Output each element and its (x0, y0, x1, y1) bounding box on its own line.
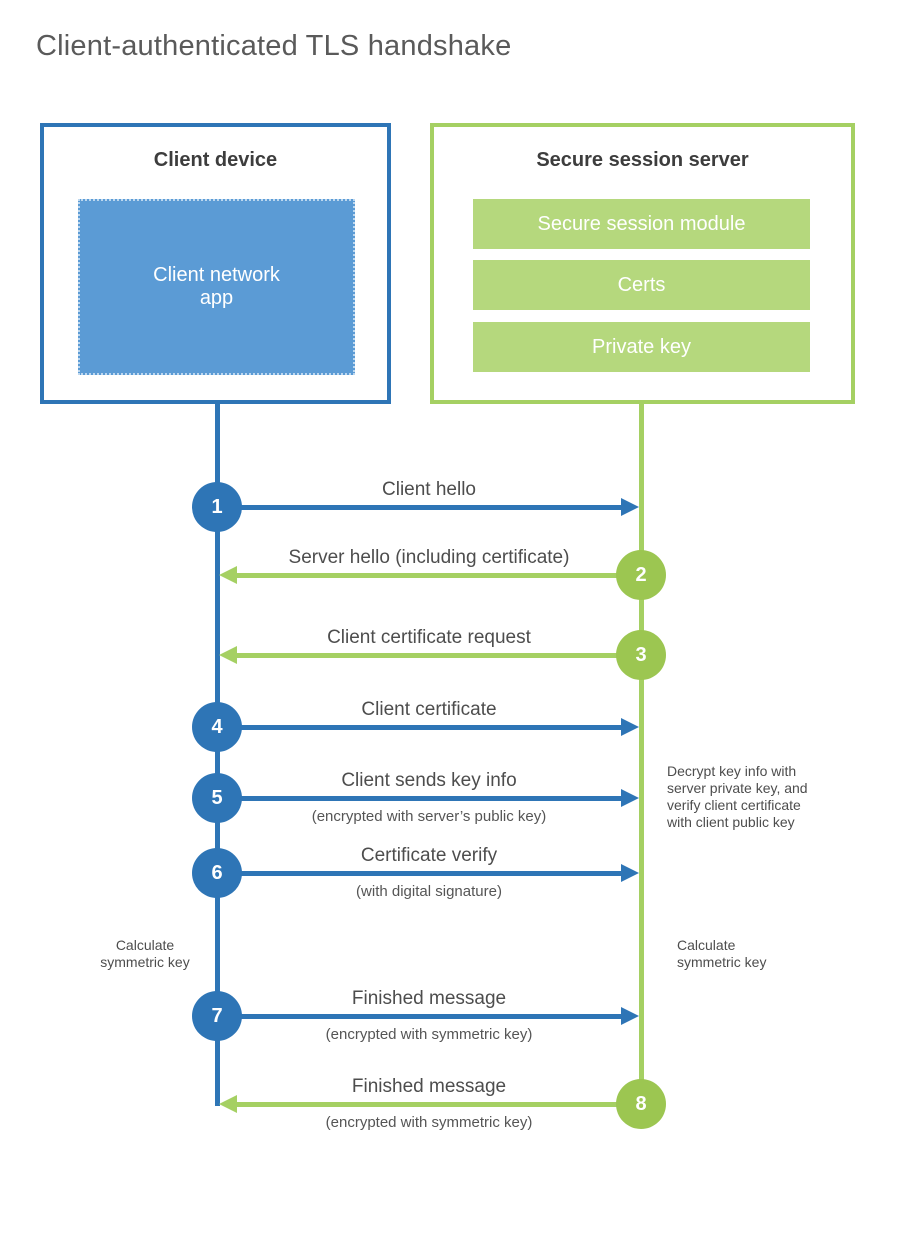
step-circle: 2 (616, 550, 666, 600)
secure-session-server-box: Secure session server Secure session mod… (430, 123, 855, 404)
message-arrow (217, 796, 621, 801)
message-label: Server hello (including certificate) (288, 547, 570, 568)
arrow-right-icon (621, 789, 639, 807)
note-calculate-symmetric-key-server: Calculate symmetric key (677, 937, 767, 970)
client-device-box: Client device Client network app (40, 123, 391, 404)
message-arrow (217, 725, 621, 730)
page-title: Client-authenticated TLS handshake (36, 30, 512, 62)
step-circle: 1 (192, 482, 242, 532)
arrow-left-icon (219, 646, 237, 664)
arrow-right-icon (621, 498, 639, 516)
arrow-left-icon (219, 1095, 237, 1113)
secure-session-server-title: Secure session server (536, 149, 749, 171)
step-circle: 4 (192, 702, 242, 752)
server-module-private-key: Private key (473, 322, 810, 372)
message-label: Client hello (382, 479, 476, 500)
message-arrow (237, 1102, 641, 1107)
arrow-right-icon (621, 864, 639, 882)
server-module-secure-session: Secure session module (473, 199, 810, 249)
client-network-app-box: Client network app (78, 199, 355, 375)
message-sublabel: (encrypted with symmetric key) (325, 1026, 533, 1043)
message-arrow (217, 1014, 621, 1019)
message-arrow (217, 871, 621, 876)
note-decrypt-key-info: Decrypt key info with server private key… (667, 763, 808, 830)
note-calculate-symmetric-key-client: Calculate symmetric key (100, 937, 190, 970)
message-arrow (217, 505, 621, 510)
message-sublabel: (encrypted with server’s public key) (311, 808, 547, 825)
arrow-right-icon (621, 718, 639, 736)
arrow-right-icon (621, 1007, 639, 1025)
step-circle: 7 (192, 991, 242, 1041)
message-label: Finished message (351, 988, 507, 1009)
message-label: Finished message (351, 1076, 507, 1097)
step-circle: 6 (192, 848, 242, 898)
server-lifeline (639, 404, 644, 1104)
message-label: Client certificate (361, 699, 497, 720)
step-circle: 5 (192, 773, 242, 823)
step-circle: 3 (616, 630, 666, 680)
client-lifeline (215, 404, 220, 1106)
arrow-left-icon (219, 566, 237, 584)
message-label: Client certificate request (327, 627, 531, 648)
message-arrow (237, 573, 641, 578)
message-label: Certificate verify (360, 845, 498, 866)
step-circle: 8 (616, 1079, 666, 1129)
client-device-title: Client device (153, 149, 278, 171)
message-arrow (237, 653, 641, 658)
message-label: Client sends key info (341, 770, 517, 791)
message-sublabel: (encrypted with symmetric key) (325, 1114, 533, 1131)
message-sublabel: (with digital signature) (356, 883, 502, 900)
server-module-certs: Certs (473, 260, 810, 310)
